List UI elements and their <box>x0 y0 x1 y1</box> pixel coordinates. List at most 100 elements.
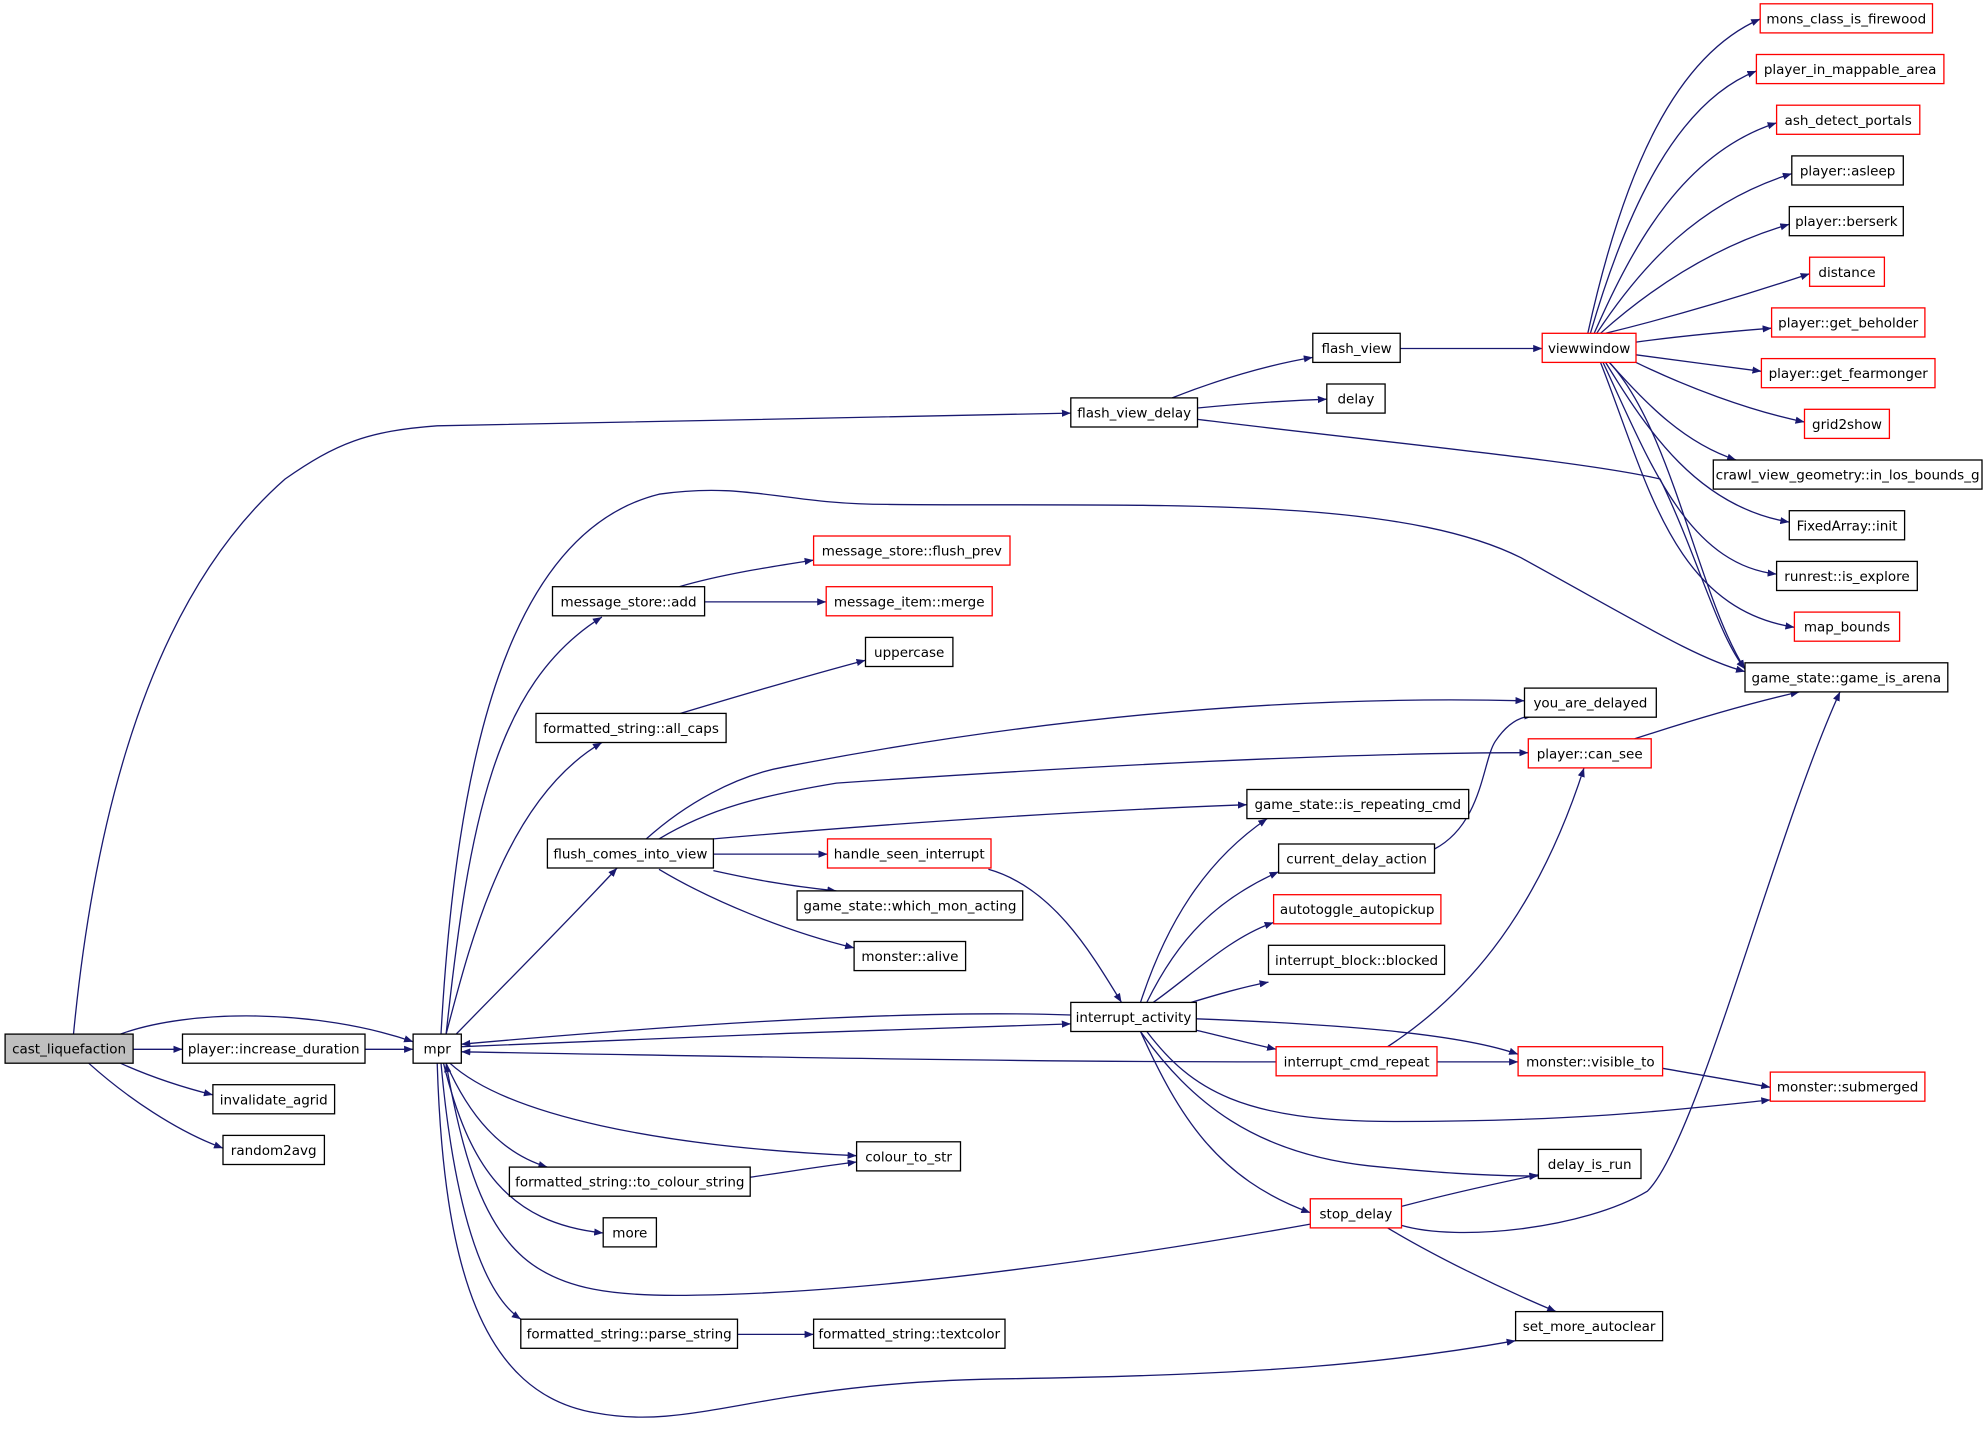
node-box <box>1760 357 1936 389</box>
node-player_can_see[interactable]: player::can_see <box>1527 738 1652 769</box>
node-to_colour_string[interactable]: formatted_string::to_colour_string <box>508 1166 751 1197</box>
node-label: flush_comes_into_view <box>553 847 707 863</box>
node-box <box>1514 1310 1664 1342</box>
edge-mpr-to-flush_comes_into_view <box>455 867 618 1035</box>
node-flash_view_delay[interactable]: flash_view_delay <box>1070 397 1199 428</box>
edge-mpr-to-parse_string <box>440 1063 522 1320</box>
node-label: interrupt_block::blocked <box>1275 953 1438 969</box>
node-box <box>1788 205 1904 237</box>
node-box <box>1326 383 1386 414</box>
edge-mpr-to-colour_to_str <box>449 1062 857 1159</box>
edge-mpr-to-interrupt_activity <box>461 1020 1071 1048</box>
node-flush_comes_into_view[interactable]: flush_comes_into_view <box>546 838 715 869</box>
node-box <box>1788 510 1906 541</box>
edge-flash_view_delay-to-delay <box>1197 395 1327 409</box>
node-random2avg[interactable]: random2avg <box>222 1134 326 1166</box>
node-is_repeating_cmd[interactable]: game_state::is_repeating_cmd <box>1246 788 1470 820</box>
node-you_are_delayed[interactable]: you_are_delayed <box>1523 687 1657 718</box>
node-game_is_arena[interactable]: game_state::game_is_arena <box>1744 662 1949 693</box>
node-label: player::increase_duration <box>188 1042 360 1058</box>
node-label: current_delay_action <box>1286 852 1427 868</box>
node-box <box>1755 53 1945 85</box>
node-runrest_is_explore[interactable]: runrest::is_explore <box>1775 560 1918 592</box>
node-label: runrest::is_explore <box>1784 569 1909 585</box>
node-box <box>1267 944 1446 976</box>
node-more[interactable]: more <box>602 1217 658 1248</box>
node-textcolor[interactable]: formatted_string::textcolor <box>812 1318 1006 1349</box>
node-in_los_bounds[interactable]: crawl_view_geometry::in_los_bounds_g <box>1712 459 1983 490</box>
node-interrupt_activity[interactable]: interrupt_activity <box>1070 1001 1197 1033</box>
node-player_berserk[interactable]: player::berserk <box>1788 205 1904 237</box>
node-flush_prev[interactable]: message_store::flush_prev <box>812 535 1011 566</box>
node-label: formatted_string::textcolor <box>818 1327 1000 1343</box>
node-get_fearmonger[interactable]: player::get_fearmonger <box>1760 357 1936 389</box>
node-ash_detect_portals[interactable]: ash_detect_portals <box>1775 104 1921 135</box>
node-distance[interactable]: distance <box>1808 256 1886 287</box>
edge-mpr-to-set_more_autoclear <box>436 1063 1516 1418</box>
node-autotoggle_autopickup[interactable]: autotoggle_autopickup <box>1272 894 1442 925</box>
node-fixedarray_init[interactable]: FixedArray::init <box>1788 510 1906 541</box>
edge-interrupt_activity-to-mpr <box>461 1013 1071 1047</box>
edge-viewwindow-to-get_fearmonger <box>1635 354 1762 374</box>
edge-interrupt_activity-to-autotoggle_autopickup <box>1152 921 1274 1003</box>
edge-viewwindow-to-distance <box>1605 273 1810 334</box>
node-label: delay <box>1337 392 1374 408</box>
node-mons_class_is_firewood[interactable]: mons_class_is_firewood <box>1759 3 1934 34</box>
node-grid2show[interactable]: grid2show <box>1803 408 1891 440</box>
node-label: map_bounds <box>1804 620 1890 636</box>
edges-layer <box>72 18 1841 1418</box>
edge-mpr-to-all_caps <box>445 742 603 1035</box>
node-box <box>1769 1071 1926 1102</box>
node-box <box>1523 687 1657 718</box>
edge-viewwindow-to-runrest_is_explore <box>1602 362 1777 577</box>
node-parse_string[interactable]: formatted_string::parse_string <box>520 1318 739 1349</box>
node-map_bounds[interactable]: map_bounds <box>1793 611 1901 642</box>
node-label: player_in_mappable_area <box>1764 62 1937 78</box>
node-delay[interactable]: delay <box>1326 383 1386 414</box>
node-invalidate_agrid[interactable]: invalidate_agrid <box>212 1084 336 1115</box>
node-label: distance <box>1818 265 1875 281</box>
node-get_beholder[interactable]: player::get_beholder <box>1770 307 1926 338</box>
node-label: message_item::merge <box>834 594 985 610</box>
edge-viewwindow-to-ash_detect_portals <box>1593 122 1777 334</box>
node-stop_delay[interactable]: stop_delay <box>1309 1198 1403 1229</box>
node-label: game_state::is_repeating_cmd <box>1254 797 1461 813</box>
node-label: cast_liquefaction <box>12 1042 126 1058</box>
node-increase_duration[interactable]: player::increase_duration <box>181 1033 366 1064</box>
node-current_delay_action[interactable]: current_delay_action <box>1277 843 1436 874</box>
node-uppercase[interactable]: uppercase <box>864 636 954 668</box>
node-box <box>1541 332 1637 364</box>
node-player_asleep[interactable]: player::asleep <box>1791 155 1904 186</box>
node-message_store_add[interactable]: message_store::add <box>551 586 706 617</box>
node-mpr[interactable]: mpr <box>412 1033 462 1064</box>
node-label: formatted_string::all_caps <box>543 721 719 737</box>
node-monster_submerged[interactable]: monster::submerged <box>1769 1071 1926 1102</box>
node-label: mpr <box>424 1042 452 1058</box>
node-message_item_merge[interactable]: message_item::merge <box>825 586 993 617</box>
node-which_mon_acting[interactable]: game_state::which_mon_acting <box>796 890 1024 921</box>
node-interrupt_block_blocked[interactable]: interrupt_block::blocked <box>1267 944 1446 976</box>
node-colour_to_str[interactable]: colour_to_str <box>855 1141 962 1172</box>
node-flash_view[interactable]: flash_view <box>1312 332 1401 364</box>
node-delay_is_run[interactable]: delay_is_run <box>1537 1148 1642 1180</box>
node-label: colour_to_str <box>865 1149 952 1165</box>
node-viewwindow[interactable]: viewwindow <box>1541 332 1637 364</box>
node-monster_alive[interactable]: monster::alive <box>853 940 967 972</box>
node-monster_visible_to[interactable]: monster::visible_to <box>1517 1046 1664 1077</box>
node-interrupt_cmd_repeat[interactable]: interrupt_cmd_repeat <box>1275 1046 1438 1077</box>
node-box <box>602 1217 658 1248</box>
node-label: monster::alive <box>861 949 958 965</box>
node-label: game_state::which_mon_acting <box>803 898 1016 914</box>
node-handle_seen_interrupt[interactable]: handle_seen_interrupt <box>826 838 992 869</box>
edge-current_delay_action-to-you_are_delayed <box>1434 712 1534 850</box>
node-label: interrupt_activity <box>1076 1010 1192 1026</box>
node-player_in_mappable_area[interactable]: player_in_mappable_area <box>1755 53 1945 85</box>
edge-flush_comes_into_view-to-player_can_see <box>658 749 1529 840</box>
node-box <box>1537 1148 1642 1180</box>
node-set_more_autoclear[interactable]: set_more_autoclear <box>1514 1310 1664 1342</box>
node-label: FixedArray::init <box>1797 518 1898 534</box>
node-cast_liquefaction[interactable]: cast_liquefaction <box>4 1033 134 1064</box>
node-all_caps[interactable]: formatted_string::all_caps <box>535 712 727 744</box>
node-label: viewwindow <box>1548 341 1630 357</box>
node-box <box>222 1134 326 1166</box>
